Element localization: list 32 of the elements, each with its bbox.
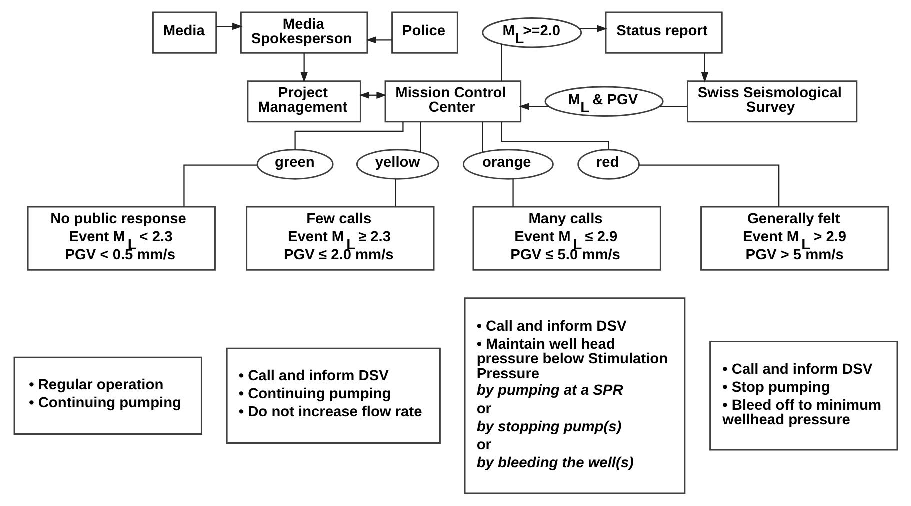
node-box: Police: [391, 12, 458, 54]
connector: [482, 122, 483, 152]
node-box: Mission Control Center: [384, 80, 522, 123]
node-ellipse: yellow: [356, 149, 439, 180]
node-box: • Regular operation • Continuing pumping: [13, 356, 202, 435]
arrow: [216, 23, 242, 30]
node-ellipse: orange: [462, 149, 554, 180]
arrow: [358, 92, 386, 99]
node-box: Media: [152, 12, 217, 54]
node-box: Swiss Seismological Survey: [686, 80, 858, 123]
connector: [420, 122, 421, 152]
arrow: [300, 54, 308, 83]
arrow: [518, 103, 548, 110]
connector: [294, 122, 404, 150]
node-box: • Call and inform DSV • Continuing pumping • Do not increase flow rate: [226, 348, 440, 444]
node-box: Status report: [604, 12, 722, 54]
node-box: Media Spokesperson: [240, 12, 368, 54]
connector: [512, 178, 514, 207]
arrow: [366, 36, 392, 44]
node-box: • Call and inform DSV • Stop pumping • Bleed off to minimum wellhead pressure: [709, 341, 898, 451]
connector: [659, 106, 687, 108]
node-ellipse: red: [577, 149, 640, 180]
node-ellipse: green: [256, 149, 334, 180]
node-box: • Call and inform DSV • Maintain well head pressure below Stimulation Pressure by pumping at a SPR or by stopping pump(s) or by bleeding the well(s): [464, 298, 686, 494]
arrow: [700, 54, 708, 83]
node-box: Project Management: [246, 80, 361, 123]
connector: [500, 44, 502, 81]
arrow: [579, 25, 607, 32]
connector: [500, 122, 609, 150]
connector: [638, 164, 780, 207]
connector: [183, 164, 258, 207]
connector: [394, 179, 396, 207]
